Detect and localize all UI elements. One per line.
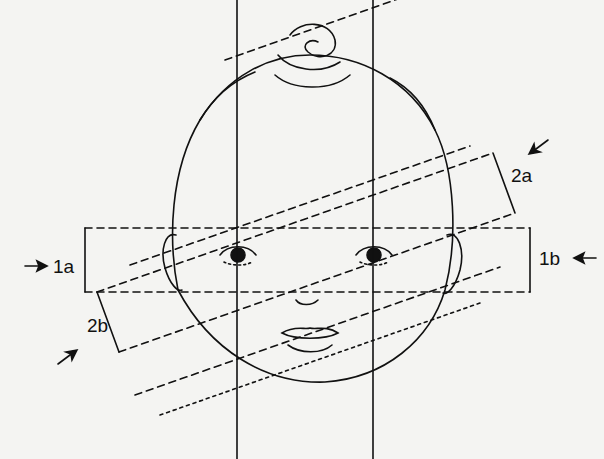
field-line [160,303,480,415]
arrowhead [574,253,584,263]
mouth [288,345,332,352]
hair-curl [275,75,350,87]
beam-edge [85,291,530,293]
callout-label: 2b [86,316,109,335]
pupil [231,248,245,262]
hair-curl [290,24,335,56]
field-line [130,146,470,265]
hair-curl [278,55,340,69]
head-outline [173,55,453,382]
callout-label: 2a [510,166,533,185]
arrowhead [529,144,540,154]
pupil [367,248,381,262]
hair [200,72,255,120]
arrowhead [66,350,77,360]
beam-end [529,228,531,292]
hair [390,78,435,130]
beam-edge [85,227,530,229]
callout-label: 1b [538,249,561,268]
beam-edge [97,153,493,292]
vertical-line [236,0,238,459]
nose [296,300,318,305]
vertical-line [372,0,374,459]
arrowhead [37,261,47,271]
field-line [225,0,480,60]
callout-label: 1a [52,257,75,276]
beam-end [84,228,86,292]
field-line [135,267,500,395]
